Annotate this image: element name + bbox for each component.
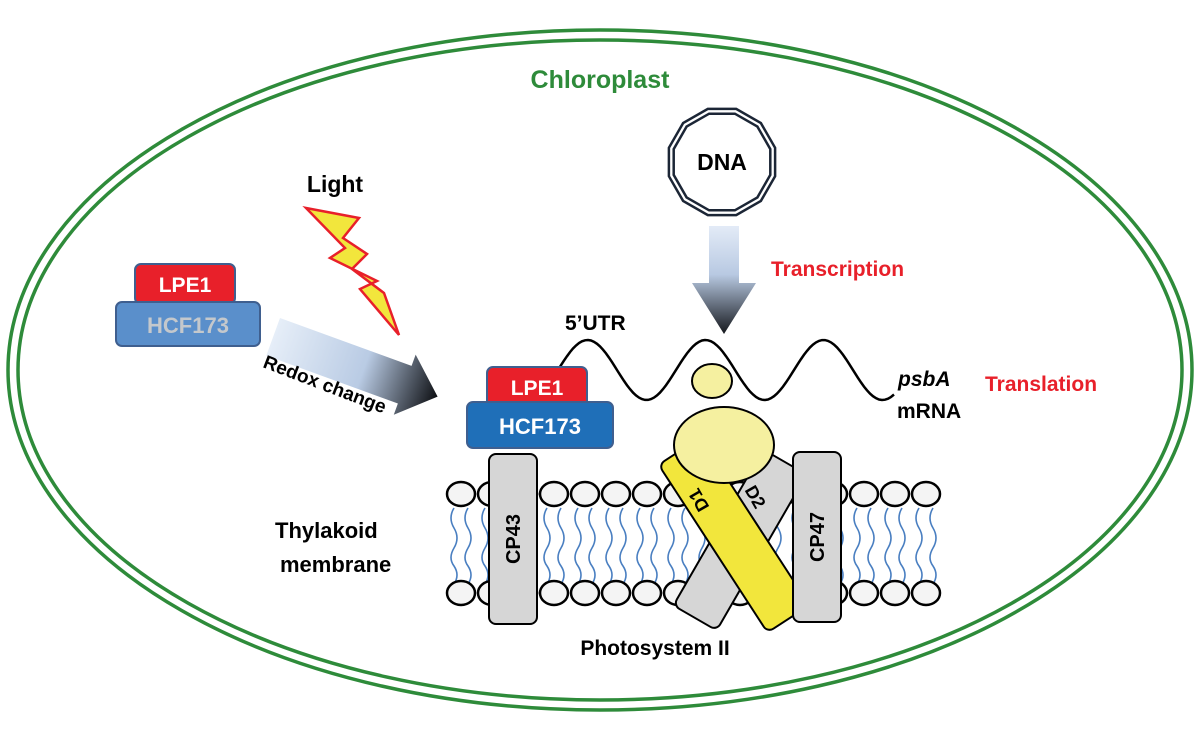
photosystem-label: Photosystem II	[580, 637, 729, 660]
lipid-head	[538, 579, 570, 607]
lpe1-label-active: LPE1	[511, 377, 564, 400]
thylakoid-label-line1: Thylakoid	[275, 518, 378, 543]
light-label: Light	[307, 171, 364, 197]
lipid-head	[600, 579, 632, 607]
lipid-head	[445, 579, 477, 607]
ribosome	[673, 363, 775, 484]
lipid-tail	[915, 507, 923, 585]
translation-label: Translation	[985, 373, 1097, 396]
lipid-head	[848, 480, 880, 508]
mrna-label: mRNA	[897, 400, 961, 423]
lipid-head	[631, 480, 663, 508]
lpe1-label-inactive: LPE1	[159, 274, 212, 297]
cp47-label: CP47	[807, 512, 829, 562]
lipid-head	[445, 480, 477, 508]
dna-icon	[667, 107, 777, 217]
cp43-protein	[488, 453, 538, 625]
lipid-tail	[667, 507, 675, 585]
psba-mrna-strand	[556, 338, 895, 402]
lipid-head	[848, 579, 880, 607]
lipid-tail	[605, 507, 613, 585]
utr-label: 5’UTR	[565, 312, 626, 335]
hcf173-label-active: HCF173	[499, 414, 581, 439]
lipid-tail	[481, 507, 489, 585]
lipid-head	[600, 480, 632, 508]
lipid-tail	[557, 507, 565, 585]
transcription-label: Transcription	[771, 258, 904, 281]
lipid-tail	[650, 507, 658, 585]
psba-label: psbA	[897, 368, 951, 391]
lipid-head	[910, 579, 942, 607]
lipid-head	[569, 480, 601, 508]
lipid-head	[879, 480, 911, 508]
lipid-head	[879, 579, 911, 607]
lipid-tail	[898, 507, 906, 585]
redox-arrow	[266, 318, 438, 415]
lipid-tail	[884, 507, 892, 585]
lipid-head	[538, 480, 570, 508]
lipid-tail	[853, 507, 861, 585]
thylakoid-label-line2: membrane	[280, 552, 391, 577]
hcf173-label-inactive: HCF173	[147, 313, 229, 338]
chloroplast-envelope	[6, 28, 1194, 712]
lightning-bolt-icon	[302, 206, 401, 336]
lipid-head	[631, 579, 663, 607]
lipid-tail	[464, 507, 472, 585]
lipid-head	[910, 480, 942, 508]
lipid-tail	[574, 507, 582, 585]
lipid-head	[569, 579, 601, 607]
cp47-protein	[792, 451, 842, 623]
transcription-arrow	[692, 226, 756, 334]
lipid-tail	[867, 507, 875, 585]
lipid-tail	[543, 507, 551, 585]
lipid-tail	[588, 507, 596, 585]
cp43-label: CP43	[503, 514, 525, 564]
lipid-tail	[619, 507, 627, 585]
lipid-tail	[450, 507, 458, 585]
lipid-tail	[636, 507, 644, 585]
lipid-tail	[929, 507, 937, 585]
complex-inactive	[115, 263, 261, 347]
chloroplast-title: Chloroplast	[531, 66, 671, 94]
dna-label: DNA	[697, 149, 747, 175]
complex-active	[466, 366, 614, 449]
lipid-tail	[681, 507, 689, 585]
